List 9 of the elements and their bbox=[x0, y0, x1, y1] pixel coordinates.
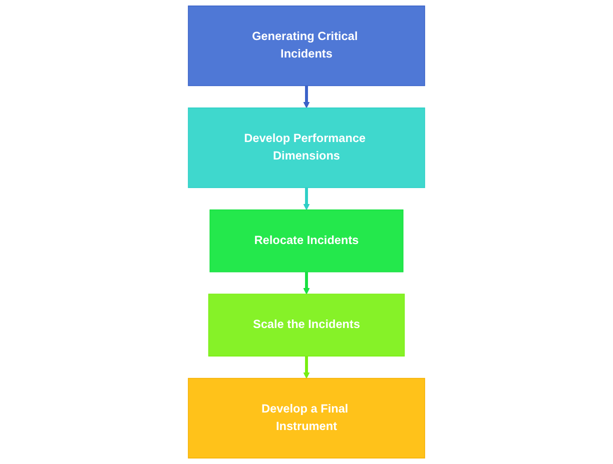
node-box: Develop a Final Instrument bbox=[188, 378, 426, 458]
arrow bbox=[303, 356, 310, 379]
arrow bbox=[303, 272, 310, 294]
node-box: Relocate Incidents bbox=[210, 209, 404, 272]
node-box: Generating Critical Incidents bbox=[188, 6, 426, 86]
node-box: Scale the Incidents bbox=[208, 294, 405, 356]
node-box: Develop Performance Dimensions bbox=[188, 108, 426, 188]
arrow bbox=[303, 188, 310, 210]
arrow bbox=[303, 86, 310, 108]
